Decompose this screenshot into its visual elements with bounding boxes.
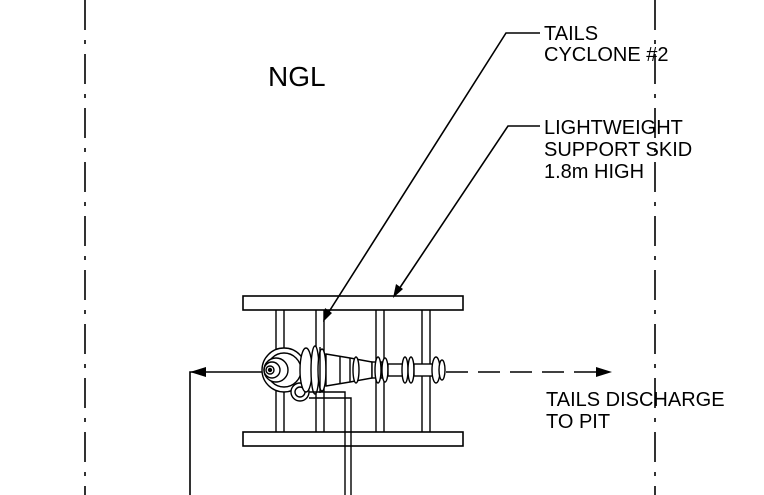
discharge-flow-arrowhead [596, 367, 612, 377]
discharge-label-line2: TO PIT [546, 411, 610, 433]
tails-cyclone [261, 345, 446, 402]
left-flow-arrowhead [190, 367, 206, 377]
left-flow-line [189, 367, 262, 495]
cyclone-callout-line1: TAILS [544, 23, 598, 45]
skid-leader-arrowhead [393, 284, 403, 298]
discharge-flow-line [446, 367, 612, 377]
skid-callout-line1: LIGHTWEIGHT [544, 117, 683, 139]
skid-leader-line [394, 125, 540, 296]
cyclone-callout: TAILS CYCLONE #2 [323, 23, 669, 322]
discharge-label-line1: TAILS DISCHARGE [546, 389, 725, 411]
skid-callout-line3: 1.8m HIGH [544, 161, 644, 183]
cyclone-leader-arrowhead [323, 308, 332, 322]
cyclone-leader-line [324, 32, 540, 319]
skid-bottom-beam [242, 431, 464, 447]
skid-callout: LIGHTWEIGHT SUPPORT SKID 1.8m HIGH [393, 117, 692, 298]
ngl-label: NGL [268, 61, 326, 92]
skid-top-beam [242, 295, 464, 311]
overflow-pipe [309, 391, 346, 495]
skid-callout-line2: SUPPORT SKID [544, 139, 692, 161]
cyclone-callout-line2: CYCLONE #2 [544, 44, 669, 66]
